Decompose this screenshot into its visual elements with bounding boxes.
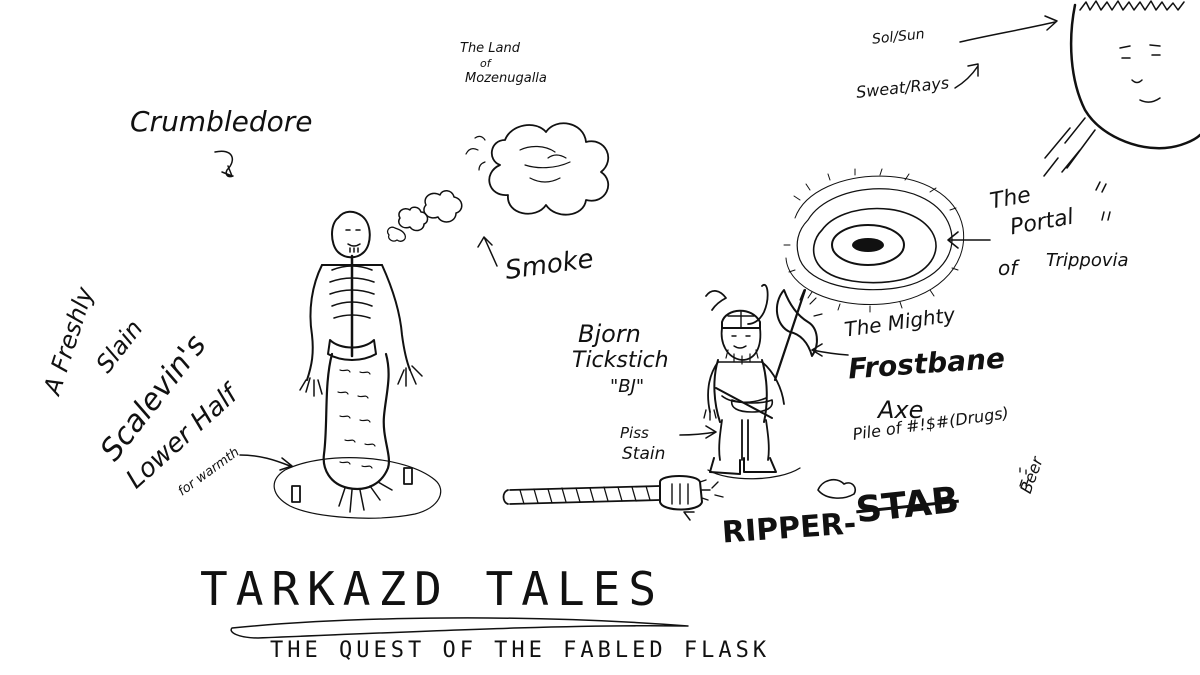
label-portal-line3: of bbox=[998, 256, 1018, 280]
staff-arrow bbox=[683, 511, 695, 521]
sweat-arrow bbox=[954, 63, 979, 89]
sun-arrow bbox=[959, 15, 1058, 43]
crumbledore-arrow bbox=[214, 150, 234, 178]
label-land-line2: of bbox=[480, 57, 491, 70]
title-sub: THE QUEST OF THE FABLED FLASK bbox=[270, 638, 771, 663]
title-underline bbox=[230, 617, 689, 639]
piss-arrow bbox=[679, 425, 717, 439]
label-land-line1: The Land bbox=[460, 41, 521, 56]
axe-arrow bbox=[811, 343, 849, 357]
label-axe-line3: Axe bbox=[878, 396, 924, 424]
label-portal-line4: Trippovia bbox=[1046, 250, 1129, 271]
title-main: TARKAZD TALES bbox=[200, 562, 665, 616]
portal-icon bbox=[783, 168, 965, 313]
viking-icon bbox=[703, 283, 823, 480]
portal-arrow bbox=[947, 231, 991, 249]
smoke-arrow bbox=[477, 236, 498, 267]
label-land-line3: Mozenugalla bbox=[465, 71, 547, 86]
portal-quote-marks bbox=[1095, 181, 1111, 221]
label-piss-line2: Stain bbox=[622, 444, 666, 464]
sun-icon bbox=[1043, 0, 1200, 177]
beer-marks bbox=[1019, 467, 1029, 487]
staff-icon bbox=[502, 475, 724, 511]
label-bjorn-line3: "BJ" bbox=[610, 376, 645, 397]
smoke-cloud-icon bbox=[386, 122, 610, 242]
drug-pile-icon bbox=[817, 478, 857, 499]
scale-arrow bbox=[239, 454, 293, 471]
label-crumbledore: Crumbledore bbox=[130, 105, 313, 138]
skeleton-icon bbox=[273, 210, 442, 519]
label-bjorn-line2: Tickstich bbox=[572, 348, 669, 373]
label-piss-line1: Piss bbox=[620, 424, 649, 442]
label-bjorn-line1: Bjorn bbox=[578, 320, 641, 348]
